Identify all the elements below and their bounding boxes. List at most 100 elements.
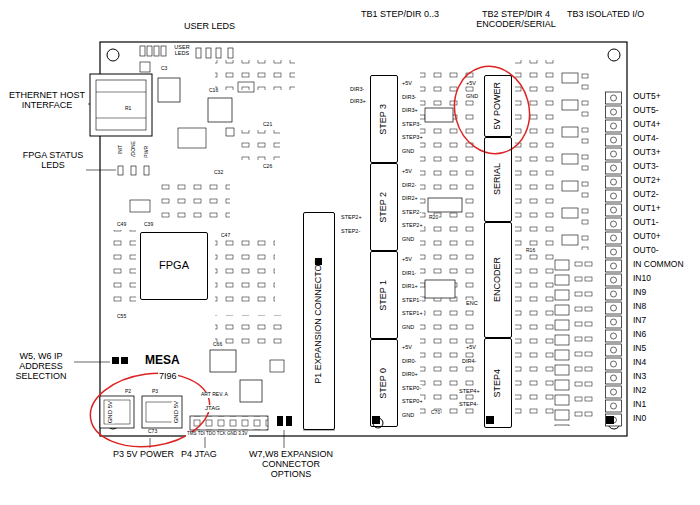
pin-label: STEP0+ bbox=[401, 398, 424, 404]
pin-label: OUT4+ bbox=[632, 120, 662, 129]
component-label: C26 bbox=[262, 164, 273, 170]
connector-block: STEP 2 bbox=[370, 163, 398, 251]
board-label: P3 bbox=[151, 389, 159, 395]
heading-label: TB2 STEP/DIR 4 ENCODER/SERIAL bbox=[470, 10, 562, 30]
board-label: INIT bbox=[117, 145, 125, 154]
component-label: C55 bbox=[116, 314, 127, 320]
heading-label: W5, W6 IP ADDRESS SELECTION bbox=[8, 352, 74, 382]
connector-block: SERIAL bbox=[484, 137, 512, 222]
pin-label: OUT1+ bbox=[632, 204, 662, 213]
component-label: R20 bbox=[428, 215, 439, 221]
pin-label: STEP2- bbox=[401, 209, 422, 215]
block-label: STEP4 bbox=[493, 369, 502, 398]
component-label: C3 bbox=[160, 66, 168, 72]
component-label: C49 bbox=[116, 222, 127, 228]
block-label: STEP 0 bbox=[379, 368, 388, 399]
pin-label: IN3 bbox=[632, 372, 647, 381]
board-label: JTAG bbox=[204, 405, 221, 412]
pin-label: STEP4+ bbox=[458, 388, 481, 394]
pin-label: OUT5+ bbox=[632, 92, 662, 101]
pin-label: OUT3- bbox=[632, 162, 660, 171]
board-label: GND 5V bbox=[172, 401, 181, 423]
board-label: ART REV. A bbox=[200, 392, 229, 398]
heading-label: TB1 STEP/DIR 0..3 bbox=[360, 10, 440, 20]
pin-label: DIR2- bbox=[401, 182, 417, 188]
component-label: C70 bbox=[430, 410, 441, 416]
pin-label: ENC bbox=[465, 300, 479, 306]
board-label: 7I96 bbox=[158, 372, 178, 382]
pin-label: DIR3+ bbox=[349, 98, 367, 104]
pin-label: IN COMMON bbox=[632, 260, 685, 269]
pin-label: STEP0- bbox=[401, 385, 422, 391]
component-label: C32 bbox=[213, 170, 224, 176]
pin-label: +5V bbox=[401, 80, 413, 86]
board-label: P2 bbox=[124, 389, 132, 395]
component-label: R16 bbox=[525, 248, 536, 254]
pin-label: STEP2- bbox=[340, 228, 361, 234]
pin-label: OUT4- bbox=[632, 134, 660, 143]
heading-label: USER LEDS bbox=[183, 22, 236, 32]
pin-label: DIR3+ bbox=[401, 107, 419, 113]
pin-label: DIR3- bbox=[401, 94, 417, 100]
component-label: C47 bbox=[220, 233, 231, 239]
expansion-connector: P1 EXPANSION CONNECTOR bbox=[303, 212, 335, 430]
pin-label: GND bbox=[401, 148, 415, 154]
pin-label: OUT1- bbox=[632, 218, 660, 227]
logo-text: MESA bbox=[144, 354, 181, 367]
pin-label: DIR1+ bbox=[401, 283, 419, 289]
block-label: FPGA bbox=[159, 260, 189, 272]
pin-label: GND bbox=[401, 324, 415, 330]
pin-label: DIR2+ bbox=[401, 195, 419, 201]
block-label: STEP 3 bbox=[379, 104, 388, 135]
pin-label: OUT0+ bbox=[632, 232, 662, 241]
pin-label: +5V bbox=[465, 80, 477, 86]
pin-label: OUT2- bbox=[632, 190, 660, 199]
block-label: 5V POWER bbox=[493, 82, 502, 130]
pin-label: GND bbox=[401, 236, 415, 242]
pin-label: OUT2+ bbox=[632, 176, 662, 185]
component-label: C16 bbox=[208, 88, 219, 94]
pin-label: DIR0+ bbox=[401, 371, 419, 377]
component-label: C39 bbox=[143, 222, 154, 228]
board-label: USER LEDS bbox=[170, 44, 194, 56]
pin-label: IN5 bbox=[632, 344, 647, 353]
pin-label: STEP4- bbox=[458, 401, 479, 407]
heading-label: P3 5V POWER bbox=[112, 450, 175, 460]
pin-label: DIR4- bbox=[461, 358, 477, 364]
pin-label: IN0 bbox=[632, 414, 647, 423]
pin-label: OUT5- bbox=[632, 106, 660, 115]
pin-label: IN7 bbox=[632, 316, 647, 325]
block-label: ENCODER bbox=[493, 257, 502, 302]
component-label: R1 bbox=[124, 106, 132, 112]
pin-label: IN9 bbox=[632, 288, 647, 297]
board-label: /DONE bbox=[130, 141, 138, 157]
pin-label: STEP3+ bbox=[401, 134, 424, 140]
pin-label: IN2 bbox=[632, 386, 647, 395]
pin-label: STEP1- bbox=[401, 297, 422, 303]
pin-label: STEP2+ bbox=[401, 222, 424, 228]
pin-label: DIR0- bbox=[401, 358, 417, 364]
component-label: C73 bbox=[147, 429, 158, 435]
component-label: C66 bbox=[212, 342, 223, 348]
heading-label: W7,W8 EXPANSION CONNECTOR OPTIONS bbox=[240, 450, 342, 480]
pin-label: IN6 bbox=[632, 330, 647, 339]
connector-block: STEP 0 bbox=[370, 339, 398, 427]
component-label: C21 bbox=[262, 122, 273, 128]
pin-label: GND bbox=[401, 412, 415, 418]
board-label: PWR bbox=[143, 146, 151, 158]
heading-label: FPGA STATUS LEDS bbox=[20, 151, 86, 171]
pin-label: IN4 bbox=[632, 358, 647, 367]
connector-block: 5V POWER bbox=[484, 75, 512, 137]
heading-label: P4 JTAG bbox=[180, 450, 218, 460]
pin-label: STEP2+ bbox=[340, 214, 363, 220]
block-label: STEP 1 bbox=[379, 280, 388, 311]
pin-label: IN10 bbox=[632, 274, 652, 283]
connector-block: STEP4 bbox=[484, 338, 512, 428]
connector-block: ENCODER bbox=[484, 222, 512, 338]
pin-label: DIR1- bbox=[401, 270, 417, 276]
block-label: STEP 2 bbox=[379, 192, 388, 223]
pin-label: +5V bbox=[465, 344, 477, 350]
board-label: TMS TDI TDO TCK GND 3.3V bbox=[186, 432, 249, 437]
connector-block: STEP 1 bbox=[370, 251, 398, 339]
